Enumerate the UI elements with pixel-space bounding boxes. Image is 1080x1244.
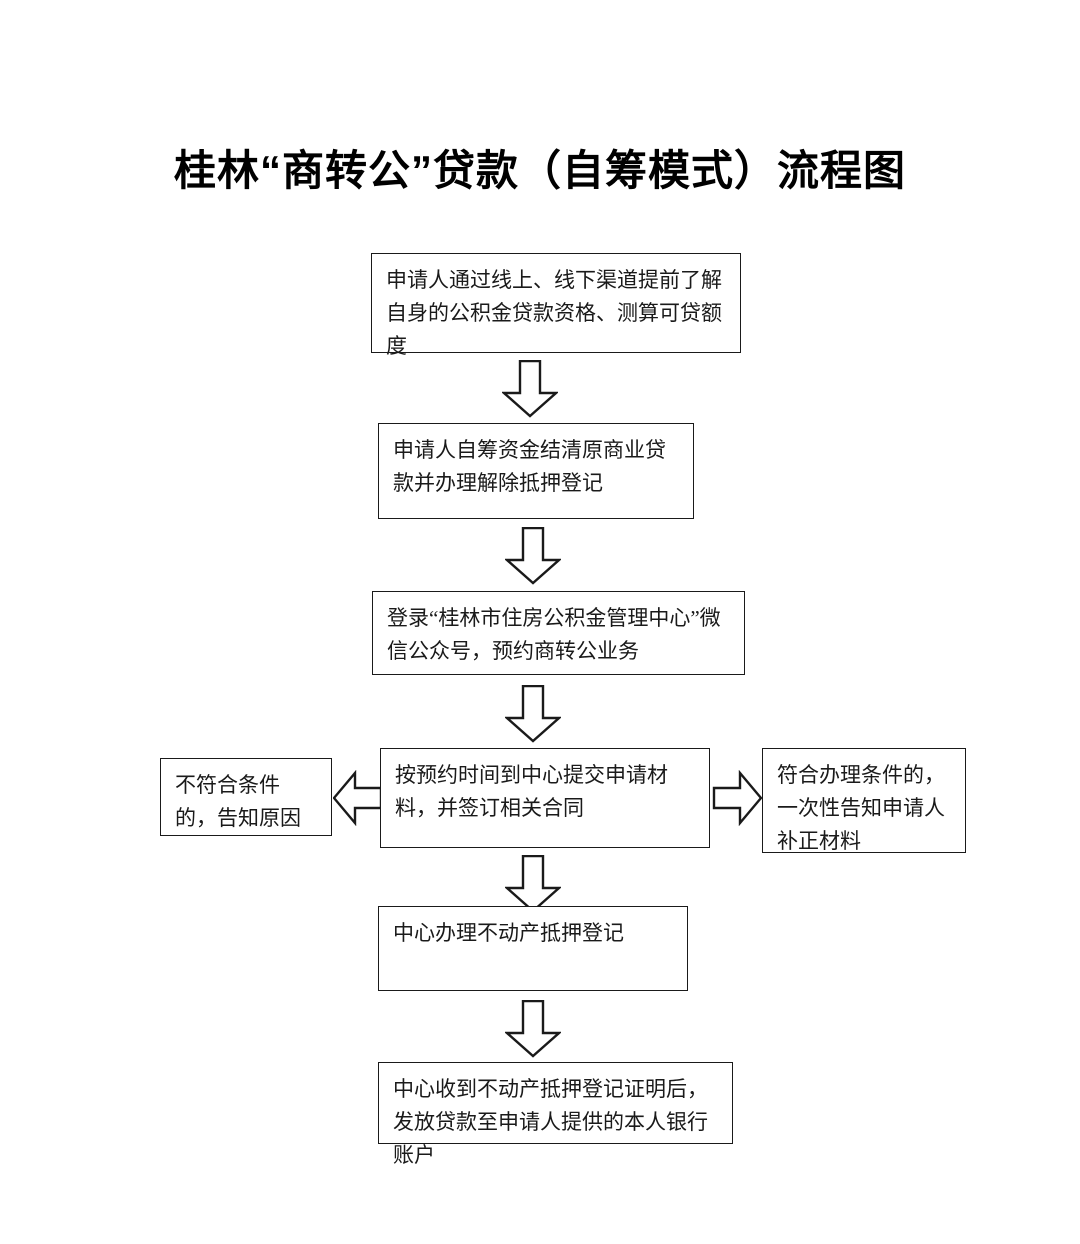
arrow-left-n4-to-not-eligible <box>333 770 383 826</box>
arrow-down-n1-to-n2 <box>502 360 558 418</box>
arrow-right-n4-to-eligible <box>712 770 762 826</box>
arrow-down-n3-to-n4 <box>505 685 561 743</box>
flow-node-loan-disbursement: 中心收到不动产抵押登记证明后，发放贷款至申请人提供的本人银行账户 <box>378 1062 733 1167</box>
flow-node-self-funded-payoff: 申请人自筹资金结清原商业贷款并办理解除抵押登记 <box>378 423 694 519</box>
flow-node-apply-awareness: 申请人通过线上、线下渠道提前了解自身的公积金贷款资格、测算可贷额度 <box>371 253 741 358</box>
flow-node-text: 符合办理条件的，一次性告知申请人补正材料 <box>777 763 945 853</box>
flow-node-text: 按预约时间到中心提交申请材料，并签订相关合同 <box>395 763 668 820</box>
arrow-down-n2-to-n3 <box>505 527 561 585</box>
page-title: 桂林“商转公”贷款（自筹模式）流程图 <box>173 147 906 194</box>
flow-node-mortgage-registration: 中心办理不动产抵押登记 <box>378 906 688 991</box>
arrow-down-n4-to-n5 <box>505 855 561 913</box>
flow-node-text: 中心办理不动产抵押登记 <box>393 921 624 945</box>
flow-node-text: 申请人自筹资金结清原商业贷款并办理解除抵押登记 <box>393 438 666 495</box>
flow-node-submit-materials-sign: 按预约时间到中心提交申请材料，并签订相关合同 <box>380 748 710 848</box>
flow-node-eligible-supplement-materials: 符合办理条件的，一次性告知申请人补正材料 <box>762 748 966 853</box>
flow-node-not-eligible-notify: 不符合条件的，告知原因 <box>160 758 332 836</box>
flow-node-text: 中心收到不动产抵押登记证明后，发放贷款至申请人提供的本人银行账户 <box>393 1077 708 1167</box>
flow-node-text: 不符合条件的，告知原因 <box>175 773 301 830</box>
flow-node-wechat-appointment: 登录“桂林市住房公积金管理中心”微信公众号，预约商转公业务 <box>372 591 745 675</box>
flow-node-text: 申请人通过线上、线下渠道提前了解自身的公积金贷款资格、测算可贷额度 <box>386 268 722 358</box>
arrow-down-n5-to-n6 <box>505 1000 561 1058</box>
flow-node-text: 登录“桂林市住房公积金管理中心”微信公众号，预约商转公业务 <box>387 606 721 663</box>
